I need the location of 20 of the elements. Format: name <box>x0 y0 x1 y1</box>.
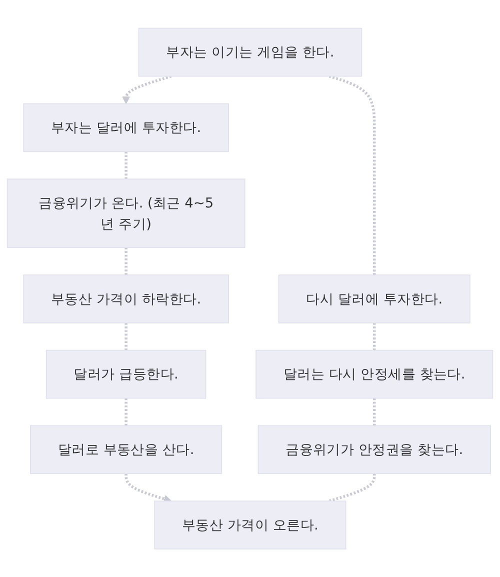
node-box: 부동산 가격이 오른다. <box>154 500 346 550</box>
node-box: 부동산 가격이 하락한다. <box>23 274 229 324</box>
connector <box>328 473 376 502</box>
node-box: 달러가 급등한다. <box>46 350 206 399</box>
node-box: 금융위기가 안정권을 찾는다. <box>258 425 491 474</box>
connector <box>328 74 376 275</box>
node-box: 부자는 이기는 게임을 한다. <box>138 28 362 77</box>
arrow <box>124 473 172 503</box>
connector <box>373 398 376 426</box>
node-box: 달러는 다시 안정세를 찾는다. <box>256 350 494 399</box>
node-box: 다시 달러에 투자한다. <box>278 274 470 324</box>
connector <box>124 398 128 426</box>
node-box: 달러로 부동산을 산다. <box>30 425 222 474</box>
connector <box>124 322 128 350</box>
node-box: 금융위기가 온다. (최근 4~5년 주기) <box>6 178 246 248</box>
connector <box>124 247 128 275</box>
connector <box>124 151 128 179</box>
arrow <box>122 74 172 104</box>
connector <box>373 322 376 350</box>
node-box: 부자는 달러에 투자한다. <box>23 103 229 152</box>
